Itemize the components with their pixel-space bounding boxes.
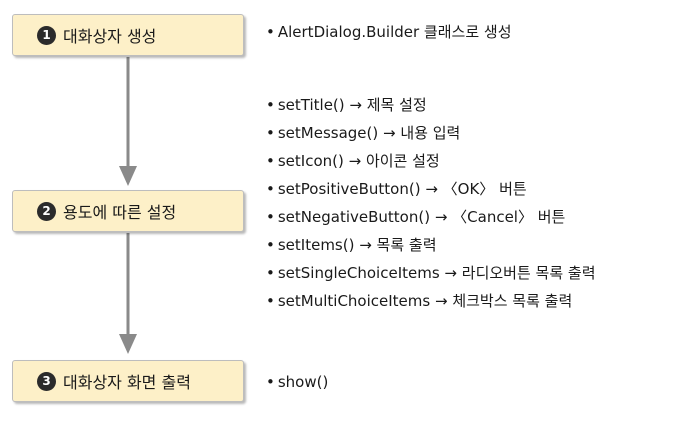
show-method-list: show() [266,368,328,396]
list-item: AlertDialog.Builder 클래스로 생성 [266,18,512,46]
step-label: 대화상자 생성 [63,27,157,46]
step-label: 용도에 따른 설정 [63,203,177,222]
step-box-configure: 2 용도에 따른 설정 [12,190,244,232]
list-item: setPositiveButton() → 〈OK〉 버튼 [266,175,596,203]
list-item: setMultiChoiceItems → 체크박스 목록 출력 [266,287,596,315]
list-item: setMessage() → 내용 입력 [266,119,596,147]
create-method-list: AlertDialog.Builder 클래스로 생성 [266,18,512,46]
list-item: setIcon() → 아이콘 설정 [266,147,596,175]
list-item: setSingleChoiceItems → 라디오버튼 목록 출력 [266,259,596,287]
arrow-step2-to-step3 [119,233,137,354]
list-item: setTitle() → 제목 설정 [266,91,596,119]
list-item: setItems() → 목록 출력 [266,231,596,259]
step-number-badge: 1 [37,25,56,45]
step-number-badge: 3 [37,371,56,391]
step-number-badge: 2 [37,201,56,221]
step-box-show-dialog: 3 대화상자 화면 출력 [12,360,244,402]
list-item: setNegativeButton() → 〈Cancel〉 버튼 [266,203,596,231]
configure-method-list: setTitle() → 제목 설정 setMessage() → 내용 입력 … [266,91,596,315]
step-box-create-dialog: 1 대화상자 생성 [12,14,244,56]
step-label: 대화상자 화면 출력 [63,373,191,392]
list-item: show() [266,368,328,396]
arrow-step1-to-step2 [119,57,137,186]
